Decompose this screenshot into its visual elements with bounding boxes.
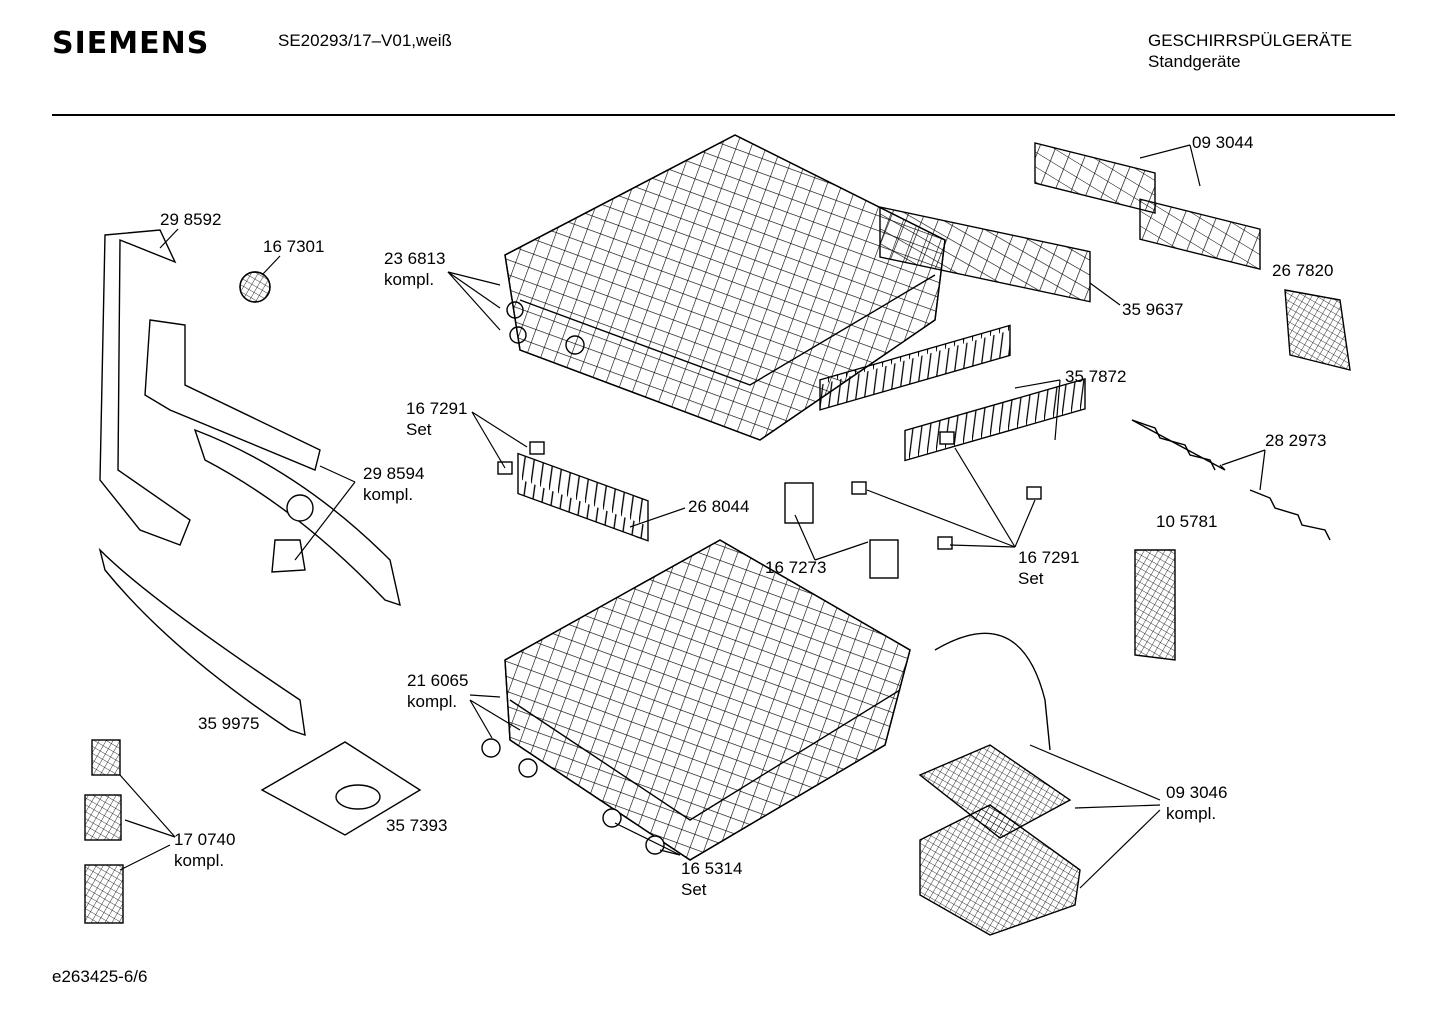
category-subtitle: Standgeräte [1148, 52, 1241, 71]
document-id: e263425-6/6 [52, 967, 148, 986]
part-label: 10 5781 [1156, 512, 1218, 531]
part-label: 09 3044 [1192, 133, 1254, 152]
part-note: Set [681, 880, 707, 899]
part-label: 29 8592 [160, 210, 222, 229]
part-note: Set [406, 420, 432, 439]
part-label: 17 0740 [174, 830, 236, 849]
basket-wheels [481, 738, 665, 855]
part-label: 16 7291 [406, 399, 468, 418]
part-label: 16 7291 [1018, 548, 1080, 567]
cutlery-baskets [918, 289, 1351, 936]
brand-logo: SIEMENS [52, 26, 210, 61]
part-label: 29 8594 [363, 464, 425, 483]
leader-lines [119, 144, 1266, 889]
part-label: 16 7273 [765, 558, 827, 577]
filter-parts [84, 739, 422, 924]
header-divider [52, 114, 1395, 116]
part-label: 23 6813 [384, 249, 446, 268]
model-number: SE20293/17–V01,weiß [278, 31, 452, 50]
category-title: GESCHIRRSPÜLGERÄTE [1148, 31, 1353, 50]
upper-basket [504, 134, 946, 441]
part-label: 35 7393 [386, 816, 448, 835]
part-note: kompl. [1166, 804, 1217, 823]
part-note: kompl. [384, 270, 435, 289]
part-note: kompl. [363, 485, 414, 504]
cup-shelves [1131, 419, 1331, 541]
lower-basket [504, 539, 911, 861]
part-note: kompl. [174, 851, 225, 870]
part-note: Set [1018, 569, 1044, 588]
part-label: 26 8044 [688, 497, 750, 516]
part-label: 28 2973 [1265, 431, 1327, 450]
part-label: 16 7301 [263, 237, 325, 256]
spray-arms [98, 229, 401, 737]
part-label: 21 6065 [407, 671, 469, 690]
part-label: 16 5314 [681, 859, 743, 878]
part-label: 09 3046 [1166, 783, 1228, 802]
part-label: 35 9637 [1122, 300, 1184, 319]
part-label: 35 9975 [198, 714, 260, 733]
part-note: kompl. [407, 692, 458, 711]
part-label: 26 7820 [1272, 261, 1334, 280]
part-label: 35 7872 [1065, 367, 1127, 386]
